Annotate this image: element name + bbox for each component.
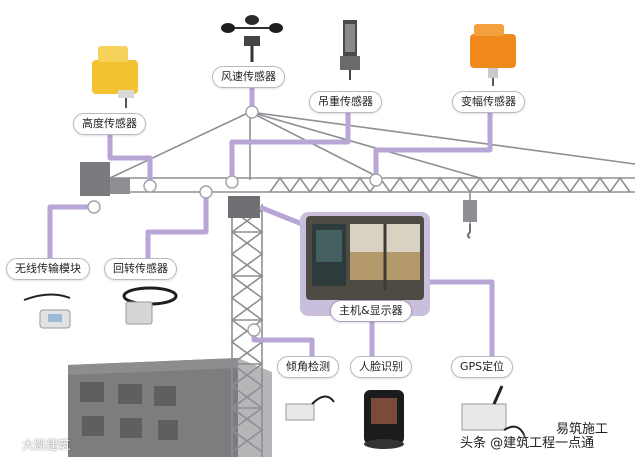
slew-sensor-icon (122, 286, 178, 325)
label-gps: GPS定位 (451, 356, 514, 378)
hook-icon (467, 224, 471, 239)
gps-device-icon (461, 385, 527, 441)
face-terminal-icon (364, 390, 404, 449)
label-slew-sensor: 回转传感器 (104, 258, 177, 280)
crane-jib (108, 111, 636, 228)
luff-sensor-icon (470, 24, 516, 86)
watermark-right: 头条 @建筑工程一点通 (460, 436, 595, 451)
label-height-sensor: 高度传感器 (73, 113, 146, 135)
connector-nodes (87, 105, 383, 337)
label-tilt-detector: 倾角检测 (277, 356, 339, 378)
connectors (47, 83, 495, 359)
trolley-block (463, 200, 477, 222)
label-wind-sensor: 风速传感器 (212, 66, 285, 88)
wireless-module-icon (23, 293, 71, 329)
lift-sensor-icon (340, 20, 360, 80)
operator-cabin (228, 196, 260, 218)
wind-sensor-icon (221, 15, 283, 62)
counterweight-block (80, 162, 110, 196)
label-wireless-module: 无线传输模块 (6, 258, 90, 280)
tilt-detector-icon (285, 395, 335, 421)
label-luff-sensor: 变幅传感器 (452, 91, 525, 113)
watermark-right-top: 易筑施工 (556, 422, 609, 437)
watermark-left: 大凯建筑 (22, 438, 71, 452)
label-face-recognition: 人脸识别 (350, 356, 412, 378)
host-display-photo (300, 212, 430, 316)
crane-mast (230, 204, 264, 457)
counter-jib-end (110, 178, 130, 194)
label-lift-sensor: 吊重传感器 (309, 91, 382, 113)
height-sensor-icon (92, 46, 138, 108)
label-host-display: 主机&显示器 (330, 300, 412, 322)
